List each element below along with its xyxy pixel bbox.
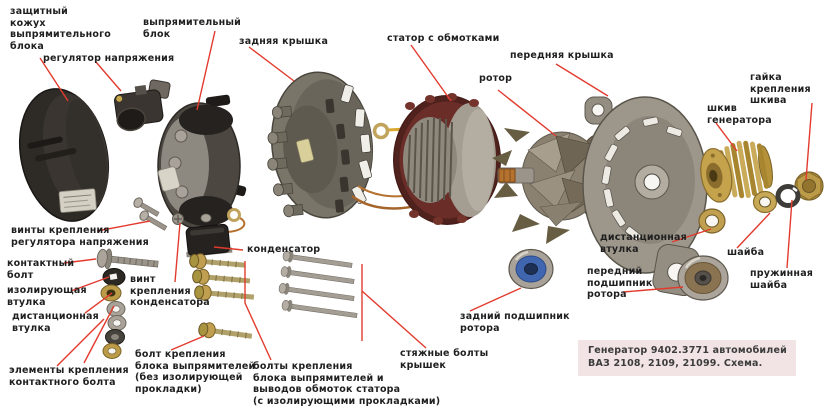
label-voltage-regulator: регулятор напряжения <box>43 53 175 64</box>
label-capacitor: конденсатор <box>247 244 321 255</box>
label-rear-bearing: задний подшипник ротора <box>460 311 570 334</box>
label-spacer-sleeve-left: дистанционная втулка <box>12 311 99 334</box>
label-washer: шайба <box>727 247 765 258</box>
voltage-regulator-part <box>114 79 171 132</box>
label-protective-cover: защитный кожух выпрямительного блока <box>10 6 111 52</box>
label-front-bearing: передний подшипник ротора <box>587 266 653 300</box>
regulator-screws-part <box>133 197 168 231</box>
label-contact-bolt: контактный болт <box>7 258 75 281</box>
rectifier-block-part <box>157 94 247 230</box>
stator-part <box>393 93 501 225</box>
label-pulley: шкив генератора <box>707 103 772 126</box>
label-front-cover: передняя крышка <box>510 50 614 61</box>
rectifier-bolts-part <box>189 253 255 301</box>
label-regulator-screws: винты крепления регулятора напряжения <box>11 225 149 248</box>
label-insulating-sleeve: изолирующая втулка <box>7 285 87 308</box>
rectifier-bolt-single-part <box>198 322 253 339</box>
pulley-part <box>700 140 773 203</box>
label-rectifier-bolt-single: болт крепления блока выпрямителей (без и… <box>135 349 256 395</box>
tie-bolts-part <box>278 250 358 318</box>
label-rectifier-bolts: болты крепления блока выпрямителей и выв… <box>253 361 441 407</box>
label-rectifier-block: выпрямительный блок <box>143 17 242 40</box>
spring-washer-part <box>775 184 801 208</box>
label-spring-washer: пружинная шайба <box>750 268 814 291</box>
label-rotor: ротор <box>479 73 513 84</box>
capacitor-screw-part <box>172 213 184 225</box>
label-stator: статор с обмотками <box>387 33 500 44</box>
front-bearing-part <box>677 255 729 301</box>
label-rear-cover: задняя крышка <box>239 36 329 47</box>
spacer-sleeve-right-part <box>698 208 726 234</box>
rear-cover-part <box>267 71 374 219</box>
contact-bolt-part <box>96 248 159 270</box>
front-cover-part <box>582 96 708 297</box>
contact-bolt-elements-part <box>100 268 127 359</box>
leader-lines <box>39 30 813 367</box>
label-tie-bolts: стяжные болты крышек <box>400 348 489 371</box>
rear-bearing-part <box>508 248 554 290</box>
label-capacitor-screw: винт крепления конденсатора <box>130 274 210 308</box>
diagram-caption: Генератор 9402.3771 автомобилей ВАЗ 2108… <box>578 340 796 376</box>
label-spacer-sleeve-right: дистанционная втулка <box>600 232 687 255</box>
pulley-nut-part <box>794 171 824 201</box>
protective-cover-part <box>18 88 110 222</box>
label-pulley-nut: гайка крепления шкива <box>750 72 811 106</box>
washer-part <box>752 190 778 214</box>
label-contact-bolt-elements: элементы крепления контактного болта <box>9 365 129 388</box>
